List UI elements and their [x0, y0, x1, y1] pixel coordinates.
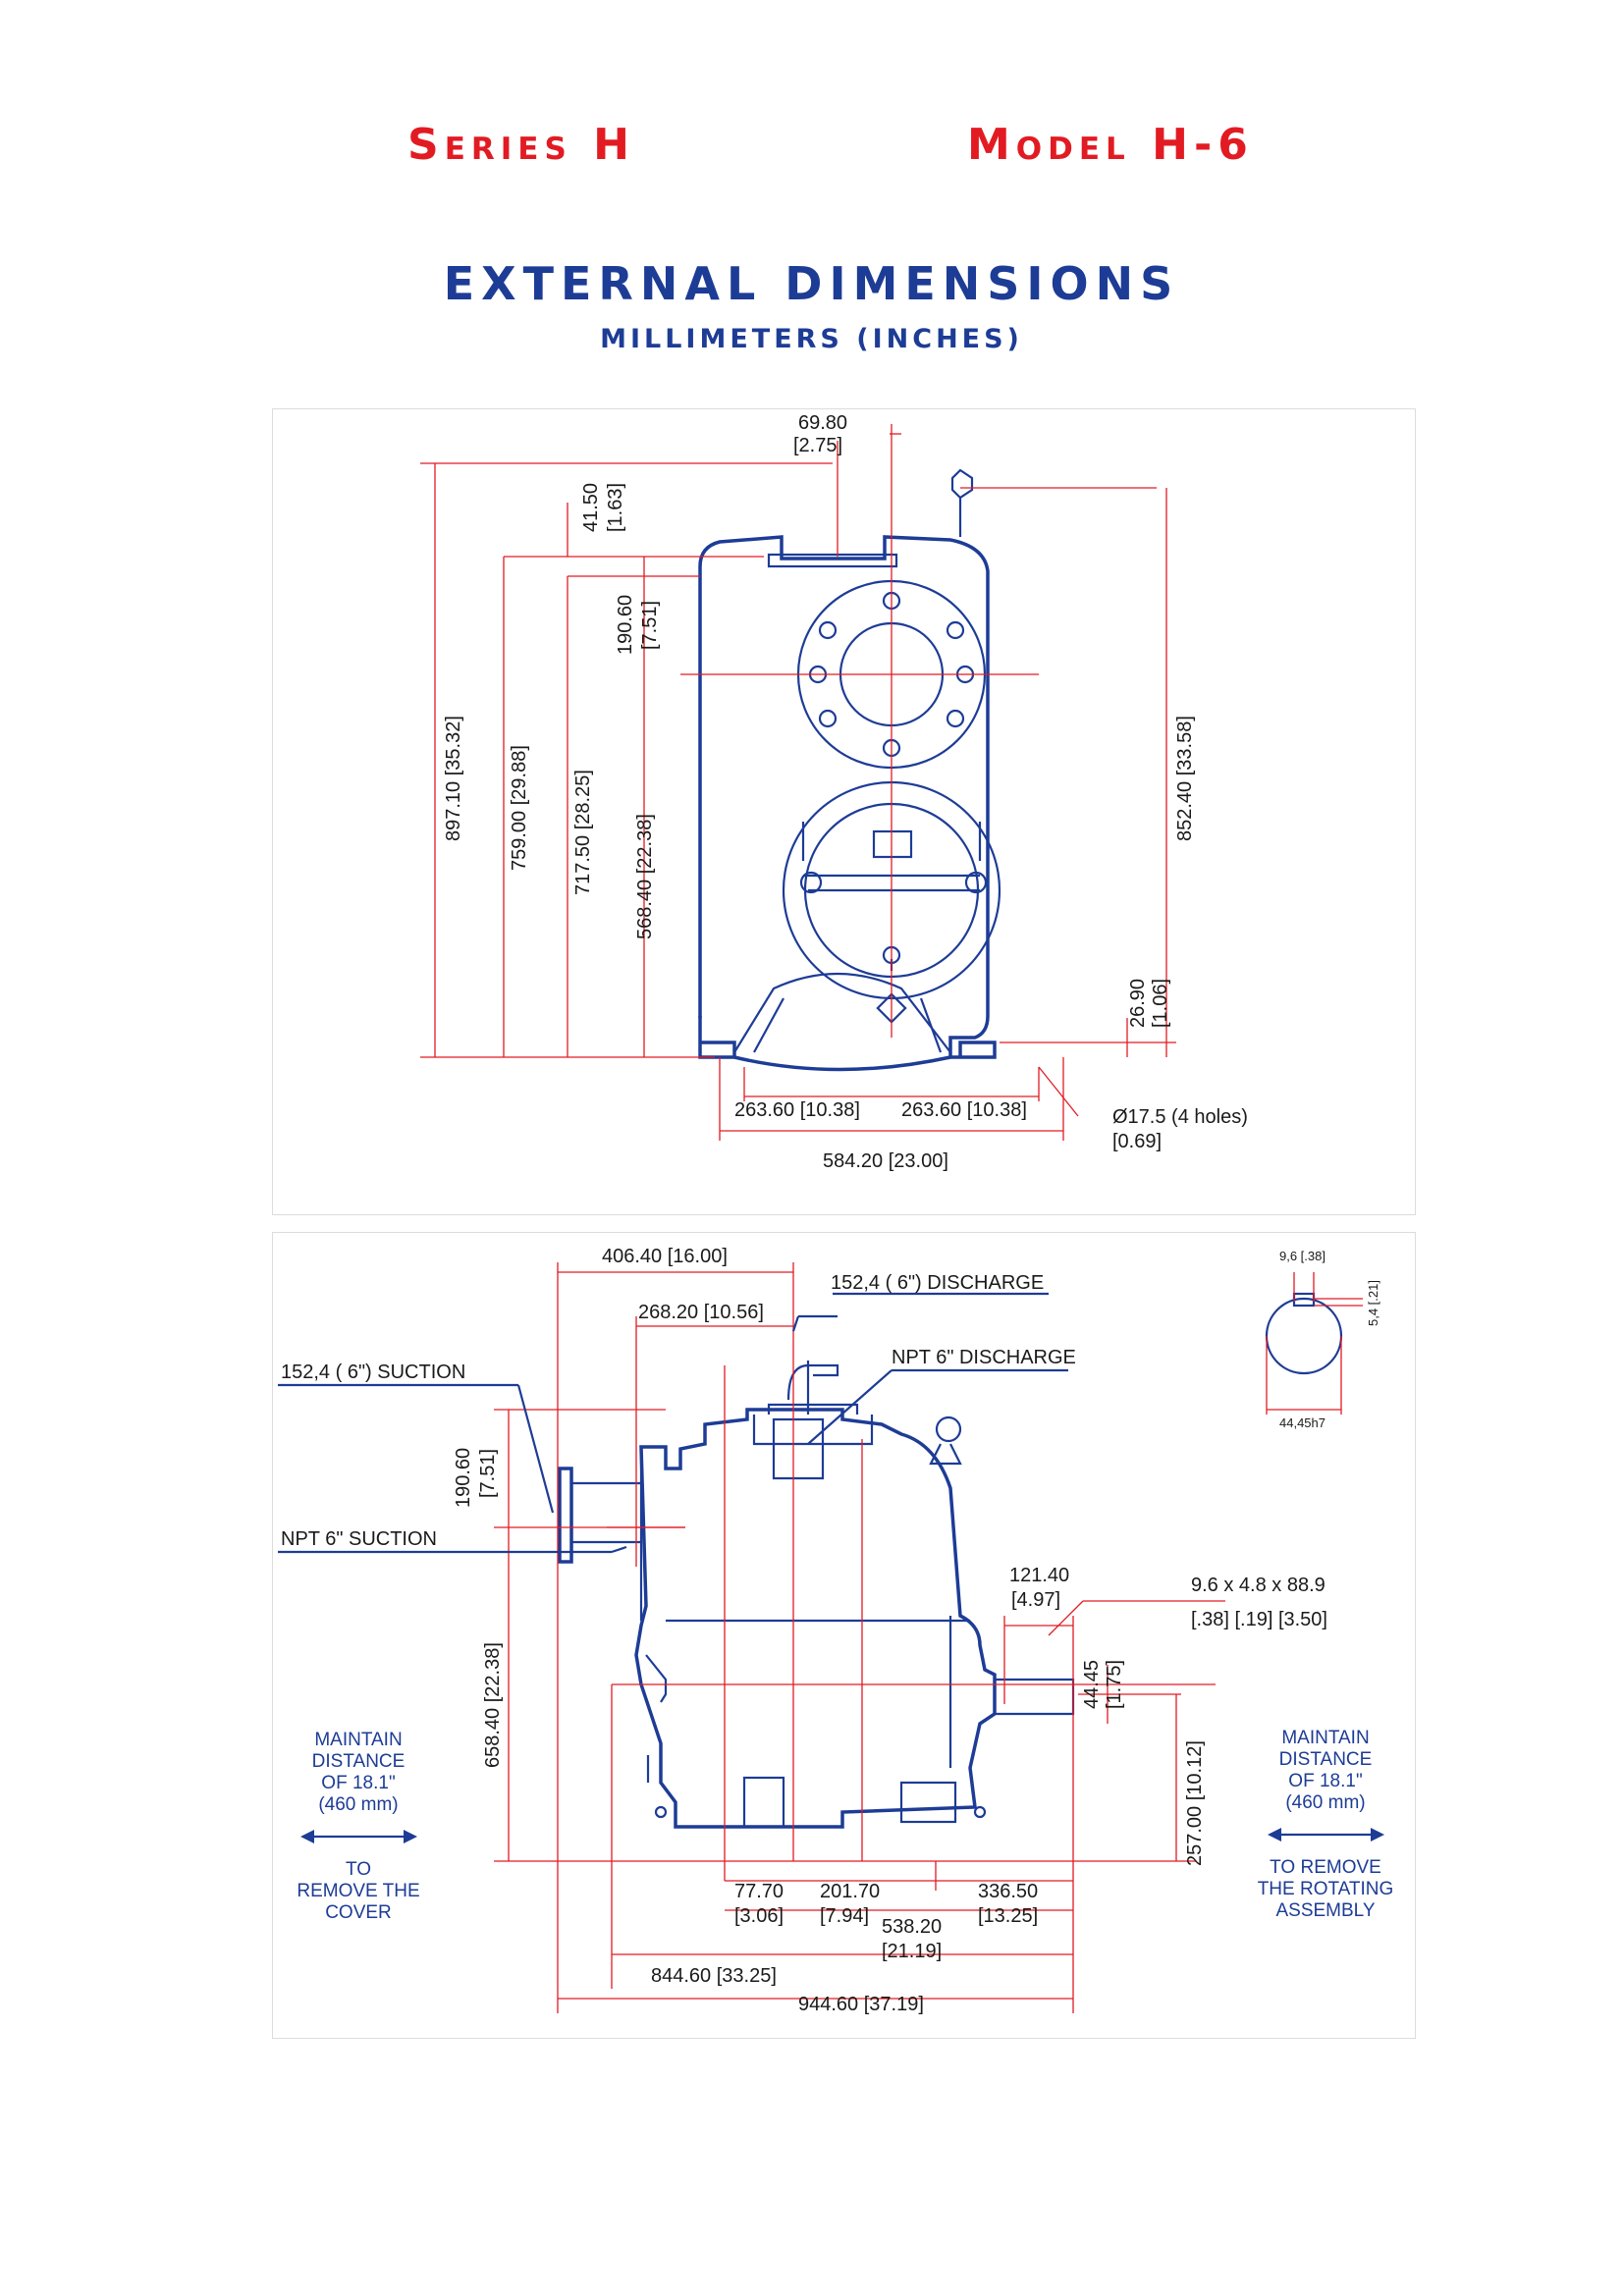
maintain-left-4: (460 mm)	[318, 1794, 398, 1815]
page-title: EXTERNAL DIMENSIONS	[443, 257, 1180, 310]
side-dim-658: 658.40 [22.38]	[482, 1642, 504, 1768]
maintain-right-action-2: THE ROTATING	[1258, 1879, 1394, 1899]
side-dim-257: 257.00 [10.12]	[1184, 1740, 1206, 1866]
front-height-568: 568.40 [22.38]	[634, 814, 656, 939]
side-dim-944: 944.60 [37.19]	[798, 1994, 924, 2015]
front-total-height: 897.10 [35.32]	[443, 716, 464, 841]
front-flange-height: 41.50	[580, 483, 602, 532]
side-dim-201: 201.70	[820, 1881, 880, 1902]
page-subtitle: MILLIMETERS (INCHES)	[600, 324, 1023, 354]
side-dim-77: 77.70	[734, 1881, 784, 1902]
maintain-right-3: OF 18.1"	[1288, 1771, 1362, 1791]
front-base-width: 584.20 [23.00]	[823, 1150, 948, 1172]
side-dim-190-in: [7.51]	[477, 1449, 499, 1498]
front-height-190-in: [7.51]	[639, 601, 661, 650]
shaft-dia: 44.45	[1081, 1660, 1103, 1709]
npt-suction-label: NPT 6" SUCTION	[281, 1528, 437, 1550]
side-dim-201-in: [7.94]	[820, 1905, 869, 1927]
front-dimension-lines	[420, 424, 1176, 1141]
series-label: Series H	[407, 120, 635, 170]
front-half-width-left: 263.60 [10.38]	[734, 1099, 860, 1121]
key-small-bottom: 44,45h7	[1279, 1415, 1325, 1430]
maintain-left-1: MAINTAIN	[314, 1730, 402, 1750]
shaft-dia-in: [1.75]	[1104, 1660, 1125, 1709]
key-dims-in: [.38] [.19] [3.50]	[1191, 1609, 1327, 1630]
front-hole-note: Ø17.5 (4 holes)	[1112, 1106, 1248, 1128]
maintain-right-action-1: TO REMOVE	[1270, 1857, 1381, 1878]
side-dim-121-in: [4.97]	[1011, 1589, 1060, 1611]
front-height-717: 717.50 [28.25]	[572, 770, 594, 895]
front-height-759: 759.00 [29.88]	[509, 745, 530, 871]
clearance-arrows	[300, 1828, 1384, 1843]
discharge-label: 152,4 ( 6") DISCHARGE	[831, 1272, 1044, 1294]
model-label: Model H-6	[967, 120, 1254, 170]
front-top-width-in: [2.75]	[793, 435, 842, 456]
maintain-right-action-3: ASSEMBLY	[1275, 1900, 1375, 1921]
front-foot-height: 26.90	[1127, 979, 1149, 1028]
maintain-left-action-2: REMOVE THE	[297, 1881, 419, 1901]
maintain-left-action-1: TO	[346, 1859, 371, 1880]
side-view-drawing: 406.40 [16.00] 268.20 [10.56] 152,4 ( 6"…	[278, 1246, 1394, 2015]
front-top-width: 69.80	[798, 412, 847, 434]
side-dim-190: 190.60	[453, 1448, 474, 1508]
side-dim-406: 406.40 [16.00]	[602, 1246, 728, 1267]
key-inset-drawing	[1265, 1272, 1363, 1415]
side-leader-lines	[278, 1292, 1068, 1554]
maintain-left-action-3: COVER	[325, 1902, 392, 1923]
suction-label: 152,4 ( 6") SUCTION	[281, 1362, 465, 1383]
front-height-190: 190.60	[615, 595, 636, 655]
side-dim-538-in: [21.19]	[882, 1941, 942, 1962]
maintain-left-3: OF 18.1"	[321, 1773, 395, 1793]
front-flange-height-in: [1.63]	[605, 483, 626, 532]
side-dimension-lines	[494, 1262, 1225, 2013]
key-small-top: 9,6 [.38]	[1279, 1249, 1325, 1263]
side-dim-336-in: [13.25]	[978, 1905, 1038, 1927]
maintain-right-4: (460 mm)	[1285, 1792, 1365, 1813]
side-dim-844: 844.60 [33.25]	[651, 1965, 777, 1987]
front-hole-note-in: [0.69]	[1112, 1131, 1162, 1152]
side-pump-body	[558, 1361, 1075, 1829]
front-half-width-right: 263.60 [10.38]	[901, 1099, 1027, 1121]
key-dims: 9.6 x 4.8 x 88.9	[1191, 1575, 1325, 1596]
side-dim-268: 268.20 [10.56]	[638, 1302, 764, 1323]
npt-discharge-label: NPT 6" DISCHARGE	[892, 1347, 1076, 1368]
front-view-drawing: 69.80 [2.75] 41.50 [1.63] 897.10 [35.32]…	[420, 412, 1248, 1172]
side-dim-538: 538.20	[882, 1916, 942, 1938]
key-small-side: 5,4 [.21]	[1366, 1280, 1380, 1326]
side-dim-77-in: [3.06]	[734, 1905, 784, 1927]
maintain-right-1: MAINTAIN	[1281, 1728, 1369, 1748]
front-height-852: 852.40 [33.58]	[1174, 716, 1196, 841]
maintain-left-2: DISTANCE	[312, 1751, 406, 1772]
maintain-right-2: DISTANCE	[1279, 1749, 1373, 1770]
front-foot-height-in: [1.06]	[1150, 979, 1171, 1028]
side-dim-121: 121.40	[1009, 1565, 1069, 1586]
side-dim-336: 336.50	[978, 1881, 1038, 1902]
front-view-panel: 69.80 [2.75] 41.50 [1.63] 897.10 [35.32]…	[272, 408, 1416, 1215]
side-view-panel: 406.40 [16.00] 268.20 [10.56] 152,4 ( 6"…	[272, 1232, 1416, 2039]
front-pump-body	[698, 468, 1001, 1072]
